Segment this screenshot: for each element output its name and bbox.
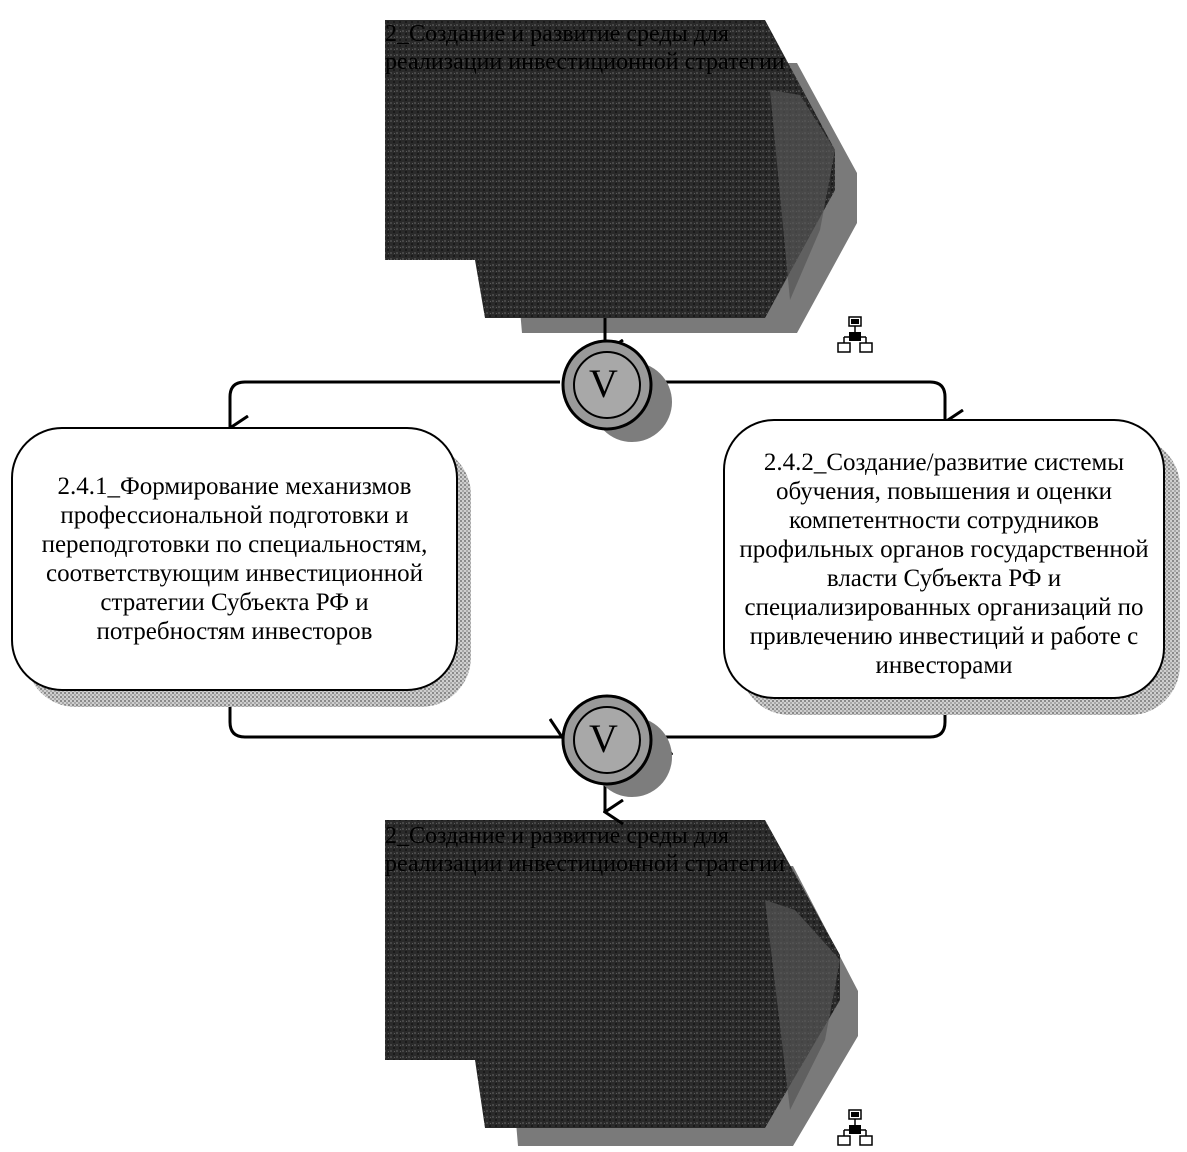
process-path-icon[interactable] xyxy=(836,1108,876,1148)
function-right-shape[interactable] xyxy=(723,419,1180,715)
operator-join-symbol: V xyxy=(589,716,618,761)
event-top-label: 2_Создание и развитие среды для реализац… xyxy=(385,21,785,75)
operator-split-shape[interactable] xyxy=(561,339,672,442)
function-right-label: 2.4.2_Создание/развитие системы обучения… xyxy=(739,449,1149,679)
function-left-shape[interactable] xyxy=(11,427,471,707)
process-path-icon[interactable] xyxy=(836,315,876,355)
operator-join-shape[interactable] xyxy=(561,694,672,797)
event-bottom-shape[interactable] xyxy=(385,820,858,1146)
event-top-shape[interactable] xyxy=(385,20,857,333)
function-left-label: 2.4.1_Формирование механизмов профессион… xyxy=(41,473,428,645)
operator-split-symbol: V xyxy=(589,361,618,406)
event-bottom-label: 2_Создание и развитие среды для реализац… xyxy=(385,823,785,877)
